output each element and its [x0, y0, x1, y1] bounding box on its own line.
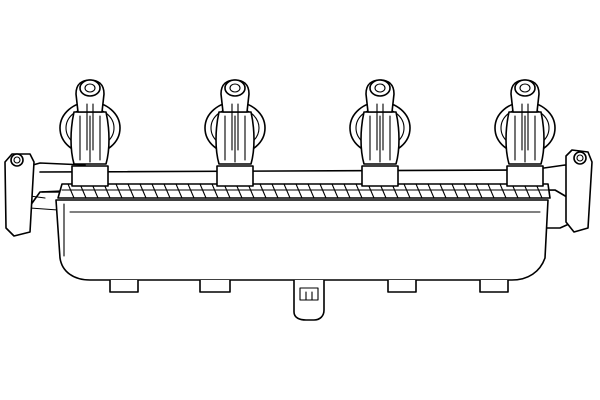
- coil-tower: [494, 79, 556, 187]
- coil-tower: [204, 79, 266, 187]
- coil-tower: [59, 79, 121, 187]
- electrical-connector: [293, 280, 325, 321]
- coil-housing: [55, 199, 549, 281]
- coil-tower: [349, 79, 411, 187]
- right-mounting-ear: [565, 149, 593, 233]
- housing-feet: [109, 280, 509, 293]
- coil-towers: [59, 79, 556, 187]
- ribbed-top-strip: [57, 183, 551, 199]
- left-mounting-ear: [4, 153, 35, 237]
